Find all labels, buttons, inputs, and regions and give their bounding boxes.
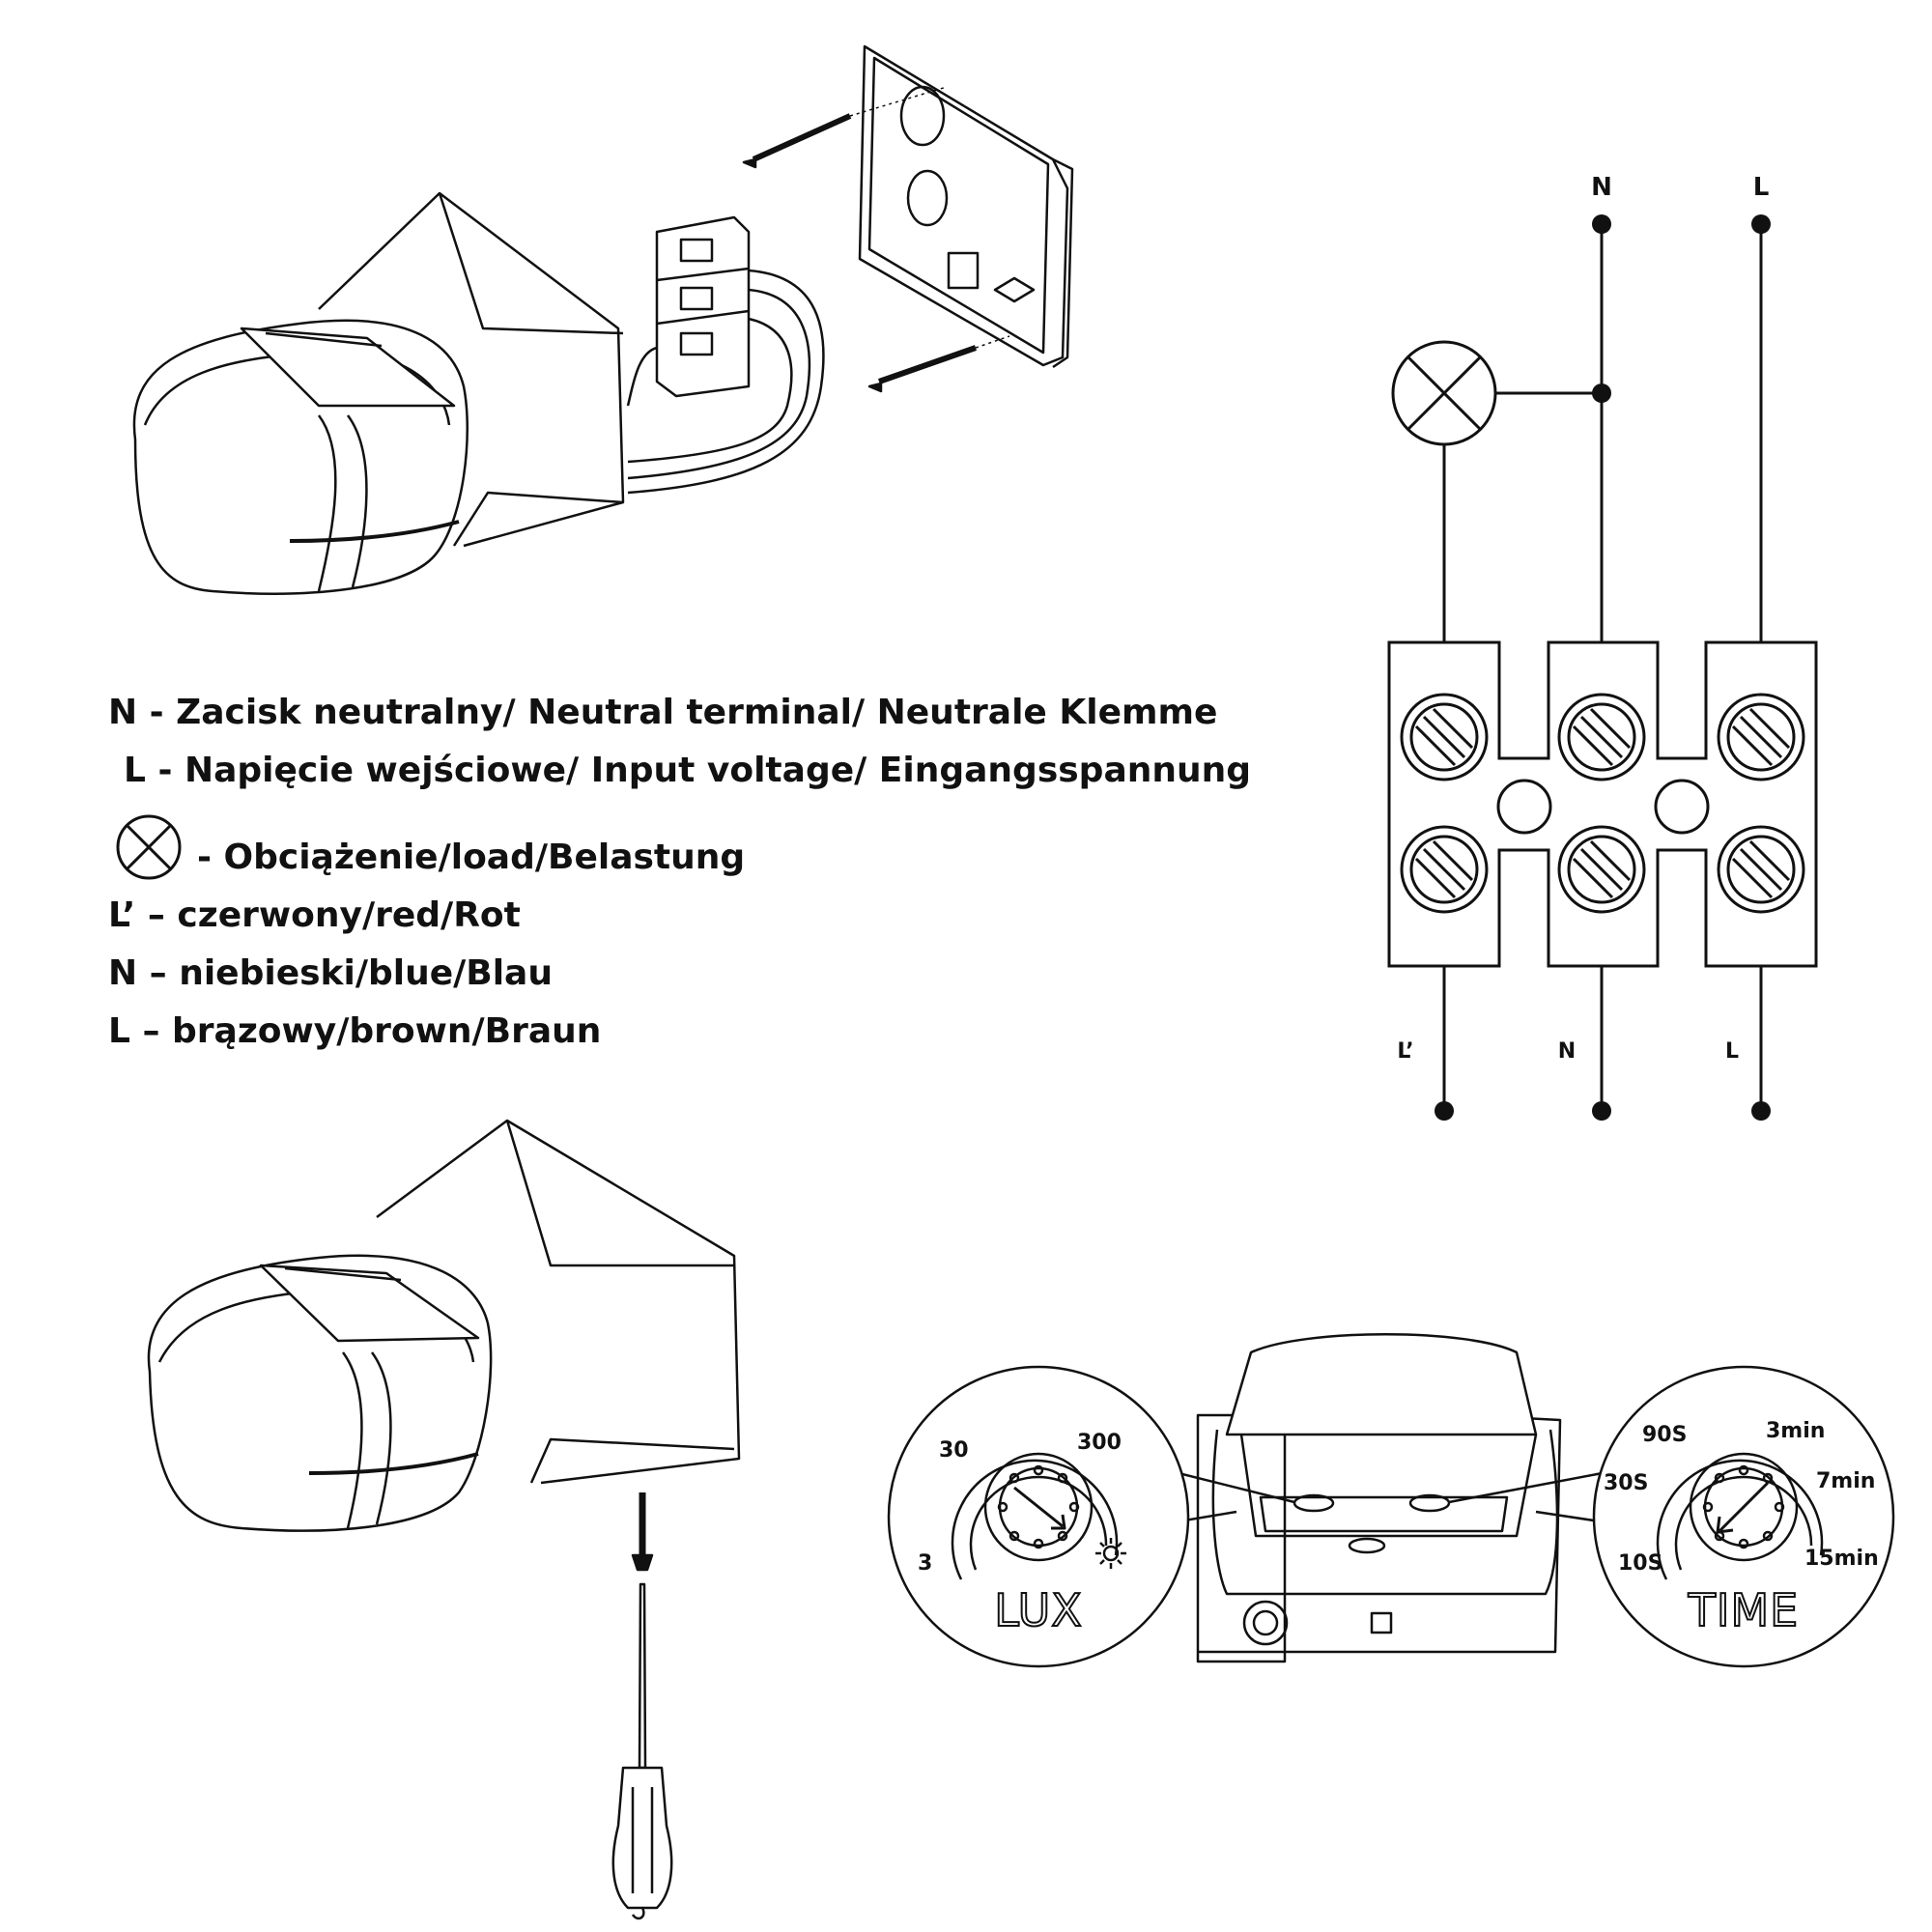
label-bottom-lprime: L’ [1397,1039,1413,1064]
label-bottom-n: N [1558,1039,1576,1064]
time-mark-7min: 7min [1816,1469,1875,1493]
wiring-diagram: N L L’ N L [1387,173,1818,1121]
label-top-n: N [1591,173,1612,202]
lux-mark-3: 3 [918,1551,932,1576]
time-mark-90s: 90S [1642,1423,1687,1447]
sun-icon [1095,1538,1126,1569]
time-mark-10s: 10S [1618,1551,1662,1576]
lux-dial-title: LUX [994,1584,1083,1636]
time-mark-3min: 3min [1766,1419,1825,1443]
legend: N - Zacisk neutralny/ Neutral terminal/ … [108,684,1345,1061]
lux-mark-300: 300 [1077,1431,1122,1455]
legend-item-neutral-terminal: N - Zacisk neutralny/ Neutral terminal/ … [108,693,1218,732]
time-dial-callout [1592,1365,1895,1668]
legend-item-red-wire: L’ – czerwony/red/Rot [108,895,521,935]
label-bottom-l: L [1725,1039,1739,1064]
lux-mark-30: 30 [939,1438,969,1463]
lux-dial-callout [887,1365,1190,1668]
installed-sensor-illustration [147,1119,741,1920]
terminal-screws [1400,693,1805,914]
legend-item-load: - Obciążenie/load/Belastung [108,800,1345,887]
legend-item-input-voltage: L - Napięcie wejściowe/ Input voltage/ E… [124,751,1252,790]
time-mark-30s: 30S [1604,1471,1648,1495]
legend-load-text: - Obciążenie/load/Belastung [197,838,746,877]
exploded-mounting-illustration [132,44,1074,595]
legend-item-blue-wire: N – niebieski/blue/Blau [108,953,553,993]
adjustment-dials-illustration: 30 300 3 LUX 90S 3min 30S 7min 10S 15min… [887,1333,1895,1668]
legend-item-brown-wire: L – brązowy/brown/Braun [108,1011,602,1051]
load-lamp-icon [116,814,182,880]
time-mark-15min: 15min [1804,1547,1879,1571]
time-dial-title: TIME [1688,1584,1799,1636]
label-top-l: L [1753,173,1770,202]
